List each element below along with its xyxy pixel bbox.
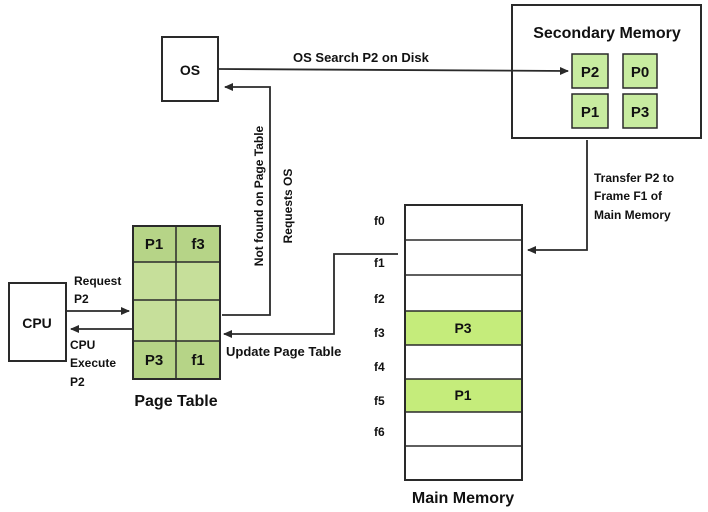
- transfer-label-line: Transfer P2 to: [594, 171, 674, 185]
- not-found-label: Not found on Page Table: [252, 125, 266, 266]
- transfer-label-line: Frame F1 of: [594, 189, 663, 203]
- cpu-box: CPU: [8, 282, 67, 362]
- frame-label: f0: [374, 214, 385, 228]
- frame-label: f4: [374, 360, 385, 374]
- requests-os-label: Requests OS: [281, 169, 295, 244]
- frame-label: f6: [374, 425, 385, 439]
- frame-label: f2: [374, 292, 385, 306]
- cpu-label: CPU: [22, 315, 52, 331]
- secondary-memory: Secondary Memory P2 P0 P1 P3: [511, 4, 702, 139]
- disk-page-p3: [622, 93, 658, 129]
- page-table-cell: P3: [145, 352, 163, 369]
- frame-content: P1: [454, 387, 471, 403]
- disk-page-p2: [571, 53, 609, 89]
- frame-label: f1: [374, 256, 385, 270]
- update-table-arrow: [223, 253, 398, 338]
- cpu-execute-label-line: P2: [70, 375, 85, 389]
- main-memory: P3 P1 f0 f1 f2 f3 f4 f5 f6 Main Memory: [374, 204, 523, 507]
- page-table-cell: f3: [191, 236, 204, 253]
- cpu-execute-label-line: CPU: [70, 338, 95, 352]
- update-table-label: Update Page Table: [226, 344, 341, 359]
- transfer-arrow: [527, 140, 588, 254]
- frame-content: P3: [454, 320, 471, 336]
- request-label-line: P2: [74, 292, 89, 306]
- os-search-arrow: [218, 66, 569, 75]
- disk-page-p1: [571, 93, 609, 129]
- frame-label: f5: [374, 394, 385, 408]
- os-box: OS: [161, 36, 219, 102]
- disk-page-label: P2: [581, 64, 599, 81]
- main-memory-title: Main Memory: [412, 490, 514, 507]
- page-table: P1 f3 P3 f1 Page Table: [132, 225, 221, 410]
- page-table-cell: f1: [191, 352, 204, 369]
- disk-page-p0: [622, 53, 658, 89]
- request-label-line: Request: [74, 274, 121, 288]
- os-search-label: OS Search P2 on Disk: [293, 50, 430, 65]
- frame-label: f3: [374, 326, 385, 340]
- disk-page-label: P0: [631, 64, 649, 81]
- secondary-memory-title: Secondary Memory: [533, 25, 681, 42]
- disk-page-label: P1: [581, 104, 599, 121]
- transfer-label-line: Main Memory: [594, 208, 671, 222]
- page-table-title: Page Table: [134, 393, 217, 410]
- cpu-execute-label-line: Execute: [70, 356, 116, 370]
- page-table-cell: P1: [145, 236, 163, 253]
- request-os-arrow: [222, 83, 271, 316]
- disk-page-label: P3: [631, 104, 649, 121]
- os-label: OS: [180, 62, 200, 78]
